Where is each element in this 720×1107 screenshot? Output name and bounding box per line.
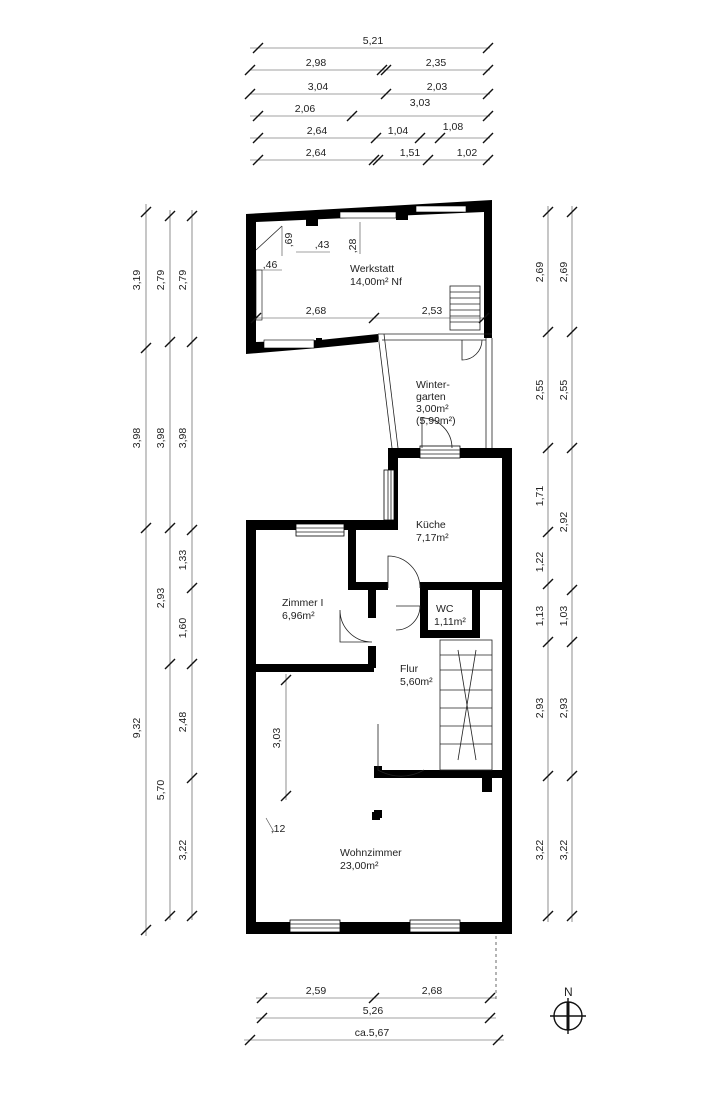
right-dim-2-55a: 2,55 bbox=[534, 380, 546, 401]
right-dim-2-93b: 2,93 bbox=[558, 698, 570, 719]
top-dim-2-35: 2,35 bbox=[426, 57, 447, 69]
top-dimension-chains: 5,21 2,98 2,35 3,04 2,03 2,06 3,03 2,64 … bbox=[244, 35, 494, 166]
column bbox=[372, 812, 380, 820]
room-wintergarten-area2: (5,99m²) bbox=[416, 415, 456, 427]
right-dim-1-71: 1,71 bbox=[534, 486, 546, 507]
left-dim-1-60: 1,60 bbox=[177, 618, 189, 639]
room-wohnzimmer-area: 23,00m² bbox=[340, 860, 379, 872]
left-dim-3-98a: 3,98 bbox=[131, 428, 143, 449]
room-zimmer-name: Zimmer I bbox=[282, 597, 323, 609]
right-dim-1-13: 1,13 bbox=[534, 606, 546, 627]
right-dim-2-69b: 2,69 bbox=[558, 262, 570, 283]
room-flur-name: Flur bbox=[400, 663, 419, 675]
door-swings bbox=[339, 339, 483, 777]
right-dimension-chains: 2,69 2,55 1,71 1,22 1,13 2,93 3,22 2,69 … bbox=[534, 206, 578, 922]
room-flur-area: 5,60m² bbox=[400, 676, 433, 688]
left-dim-3-19: 3,19 bbox=[131, 270, 143, 291]
top-dim-2-64b: 2,64 bbox=[306, 147, 327, 159]
top-dim-1-08: 1,08 bbox=[443, 121, 464, 133]
walls bbox=[246, 200, 512, 934]
inner-dim-28: ,28 bbox=[347, 239, 359, 254]
top-dim-5-21: 5,21 bbox=[363, 35, 384, 47]
room-wintergarten-name1: Winter- bbox=[416, 379, 450, 391]
top-dim-2-64a: 2,64 bbox=[307, 125, 328, 137]
right-dim-3-22a: 3,22 bbox=[534, 840, 546, 861]
top-dim-3-04: 3,04 bbox=[308, 81, 329, 93]
left-dim-2-79a: 2,79 bbox=[155, 270, 167, 291]
top-dim-2-06: 2,06 bbox=[295, 103, 316, 115]
room-zimmer-area: 6,96m² bbox=[282, 610, 315, 622]
bottom-dim-2-59: 2,59 bbox=[306, 985, 327, 997]
inner-dim-43: ,43 bbox=[315, 239, 330, 251]
north-compass-icon: N bbox=[550, 985, 586, 1034]
inner-dim-2-53: 2,53 bbox=[422, 305, 443, 317]
inner-dimensions: 2,68 2,53 ,69 ,43 ,28 ,46 3,03 ,12 bbox=[250, 222, 490, 835]
right-dim-2-55b: 2,55 bbox=[558, 380, 570, 401]
main-staircase bbox=[439, 639, 493, 771]
bottom-dim-5-26: 5,26 bbox=[363, 1005, 384, 1017]
room-werkstatt-area: 14,00m² Nf bbox=[350, 276, 402, 288]
right-dim-2-92: 2,92 bbox=[558, 512, 570, 533]
left-dim-2-48: 2,48 bbox=[177, 712, 189, 733]
werkstatt-stair bbox=[449, 285, 481, 331]
inner-dim-12: ,12 bbox=[271, 823, 286, 835]
room-wohnzimmer-name: Wohnzimmer bbox=[340, 847, 402, 859]
inner-dim-3-03: 3,03 bbox=[271, 728, 283, 749]
right-dim-2-93a: 2,93 bbox=[534, 698, 546, 719]
right-dim-1-03: 1,03 bbox=[558, 606, 570, 627]
top-dim-3-03: 3,03 bbox=[410, 97, 431, 109]
left-dim-3-22: 3,22 bbox=[177, 840, 189, 861]
right-dim-3-22b: 3,22 bbox=[558, 840, 570, 861]
bottom-dim-ca-5-67: ca.5,67 bbox=[355, 1027, 390, 1039]
room-wc-area: 1,11m² bbox=[434, 616, 466, 628]
left-dim-3-98b: 3,98 bbox=[155, 428, 167, 449]
room-kueche-area: 7,17m² bbox=[416, 532, 449, 544]
left-dim-3-98c: 3,98 bbox=[177, 428, 189, 449]
room-wintergarten-name2: garten bbox=[416, 391, 446, 403]
room-werkstatt-name: Werkstatt bbox=[350, 263, 394, 275]
room-labels: Werkstatt 14,00m² Nf Winter- garten 3,00… bbox=[282, 263, 466, 872]
left-dim-2-79b: 2,79 bbox=[177, 270, 189, 291]
left-dim-5-70: 5,70 bbox=[155, 780, 167, 801]
room-wc-name: WC bbox=[436, 603, 454, 615]
room-kueche-name: Küche bbox=[416, 519, 446, 531]
top-dim-2-98: 2,98 bbox=[306, 57, 327, 69]
right-dim-1-22: 1,22 bbox=[534, 552, 546, 573]
bottom-dimension-chains: 2,59 2,68 5,26 ca.5,67 bbox=[244, 985, 504, 1046]
right-dim-2-69a: 2,69 bbox=[534, 262, 546, 283]
top-dim-1-02: 1,02 bbox=[457, 147, 478, 159]
left-dimension-chains: 3,19 3,98 9,32 2,79 3,98 2,93 5,70 2,79 … bbox=[131, 204, 198, 936]
windows bbox=[255, 205, 467, 933]
bottom-dim-2-68: 2,68 bbox=[422, 985, 443, 997]
room-wintergarten-area: 3,00m² bbox=[416, 403, 449, 415]
left-dim-2-93: 2,93 bbox=[155, 588, 167, 609]
top-dim-1-51: 1,51 bbox=[400, 147, 421, 159]
left-dim-1-33: 1,33 bbox=[177, 550, 189, 571]
inner-dim-46: ,46 bbox=[263, 259, 278, 271]
inner-dim-69: ,69 bbox=[283, 233, 295, 248]
left-dim-9-32: 9,32 bbox=[131, 718, 143, 739]
top-dim-1-04: 1,04 bbox=[388, 125, 409, 137]
compass-north-label: N bbox=[564, 985, 573, 999]
inner-dim-2-68: 2,68 bbox=[306, 305, 327, 317]
top-dim-2-03: 2,03 bbox=[427, 81, 448, 93]
